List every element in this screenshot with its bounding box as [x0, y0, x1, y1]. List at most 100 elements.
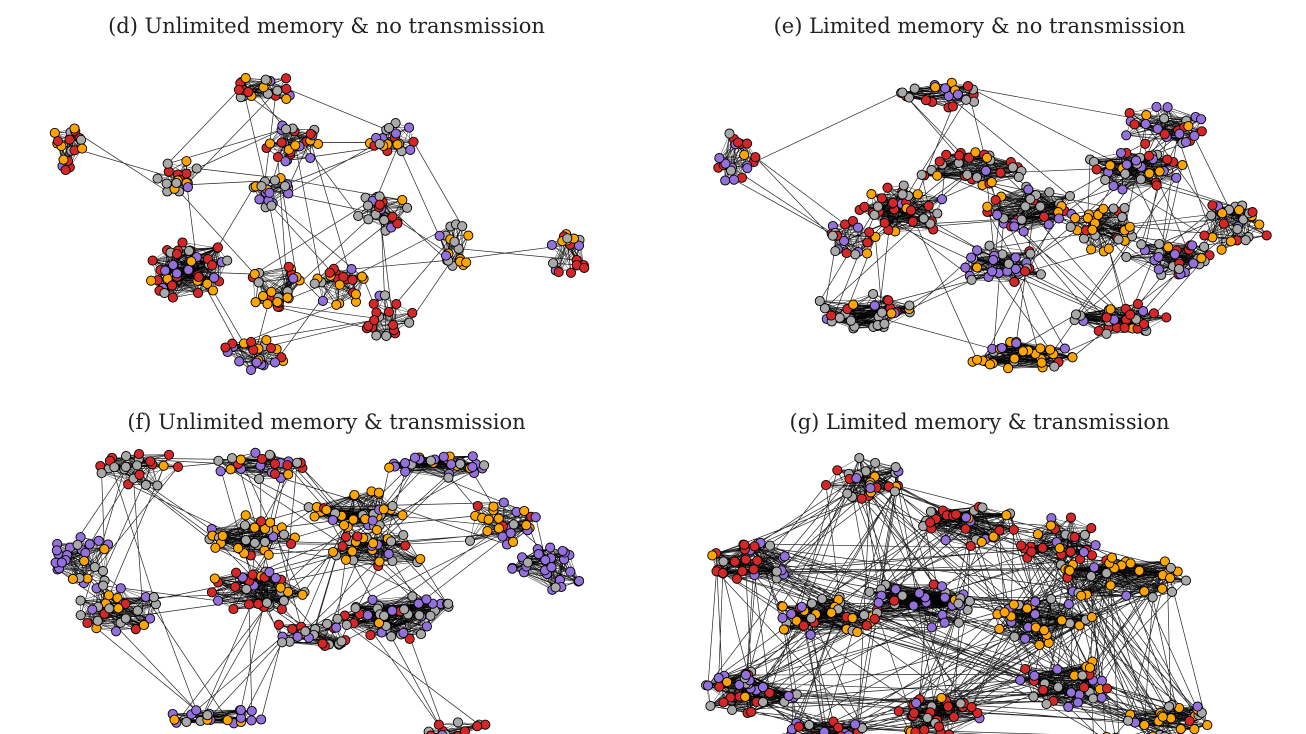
network-node: [932, 170, 943, 181]
network-node: [275, 582, 286, 593]
network-node: [1162, 102, 1173, 113]
network-node: [1189, 724, 1200, 734]
network-node: [255, 516, 267, 527]
network-node: [562, 233, 573, 244]
network-node: [1218, 218, 1229, 229]
network-node: [182, 182, 193, 193]
network-node: [1124, 221, 1135, 232]
network-node: [340, 531, 352, 543]
network-node: [240, 73, 251, 84]
network-node: [550, 582, 561, 593]
network-node: [1135, 174, 1146, 185]
network-node: [234, 356, 245, 367]
network-node: [1043, 219, 1054, 230]
network-node: [384, 462, 395, 473]
network-node: [249, 522, 260, 533]
network-node: [783, 690, 794, 701]
network-node: [1119, 202, 1130, 214]
network-node: [282, 460, 293, 471]
network-node: [1046, 593, 1057, 605]
nodes-e: [713, 77, 1272, 374]
network-node: [1165, 562, 1176, 573]
network-node: [297, 589, 308, 600]
network-node: [720, 175, 731, 186]
network-node: [1166, 586, 1178, 597]
network-node: [1159, 113, 1170, 124]
network-node: [865, 483, 876, 494]
network-node: [379, 610, 390, 621]
network-node: [545, 542, 556, 553]
network-node: [1018, 226, 1029, 237]
network-node: [908, 600, 919, 611]
network-node: [264, 187, 275, 198]
network-node: [383, 306, 395, 317]
network-node: [228, 604, 239, 615]
network-node: [1096, 692, 1107, 703]
network-node: [280, 156, 291, 167]
network-node: [1070, 213, 1081, 224]
network-node: [944, 729, 955, 734]
network-node: [852, 626, 863, 638]
network-node: [292, 631, 303, 642]
network-node: [133, 448, 145, 460]
network-node: [235, 454, 246, 465]
network-node: [225, 464, 236, 475]
network-node: [272, 152, 283, 163]
network-node: [92, 615, 103, 626]
network-node: [246, 336, 257, 347]
network-node: [557, 545, 568, 557]
network-node: [67, 573, 78, 585]
network-node: [186, 256, 197, 267]
network-node: [1154, 166, 1165, 177]
network-node: [104, 603, 115, 614]
network-node: [1067, 352, 1078, 363]
network-node: [467, 451, 478, 462]
network-node: [1199, 241, 1210, 252]
network-node: [1103, 243, 1114, 254]
network-node: [147, 255, 158, 266]
network-node: [862, 248, 873, 259]
network-node: [546, 562, 557, 573]
network-node: [1041, 699, 1052, 710]
network-node: [266, 200, 277, 211]
network-node: [72, 539, 83, 550]
network-node: [740, 691, 751, 702]
network-node: [1063, 599, 1074, 610]
network-node: [1189, 130, 1200, 141]
network-node: [82, 617, 93, 629]
network-node: [407, 591, 418, 602]
network-node: [347, 274, 358, 285]
network-node: [332, 613, 343, 624]
network-node: [1234, 205, 1245, 216]
network-node: [850, 249, 861, 260]
edges-f: [55, 452, 580, 734]
network-node: [265, 343, 277, 354]
network-node: [962, 80, 974, 92]
network-node: [264, 449, 275, 460]
network-node: [363, 214, 374, 225]
network-node: [819, 726, 830, 734]
network-node: [972, 245, 983, 256]
network-node: [1180, 575, 1192, 586]
network-node: [383, 548, 394, 559]
network-node: [724, 128, 735, 139]
network-node: [746, 706, 757, 717]
network-node: [848, 299, 859, 310]
nodes-d: [49, 73, 590, 375]
network-node: [966, 274, 977, 285]
network-node: [819, 303, 830, 314]
network-node: [440, 250, 452, 261]
network-node: [76, 134, 87, 145]
network-node: [939, 592, 950, 603]
network-node: [58, 154, 69, 165]
network-node: [233, 543, 244, 554]
network-node: [1086, 571, 1097, 582]
network-node: [1087, 224, 1098, 235]
network-node: [337, 541, 348, 552]
network-node: [386, 631, 397, 642]
network-node: [779, 551, 790, 562]
network-node: [209, 272, 220, 283]
network-node: [984, 359, 996, 370]
network-node: [278, 529, 290, 540]
network-node: [1088, 693, 1099, 704]
